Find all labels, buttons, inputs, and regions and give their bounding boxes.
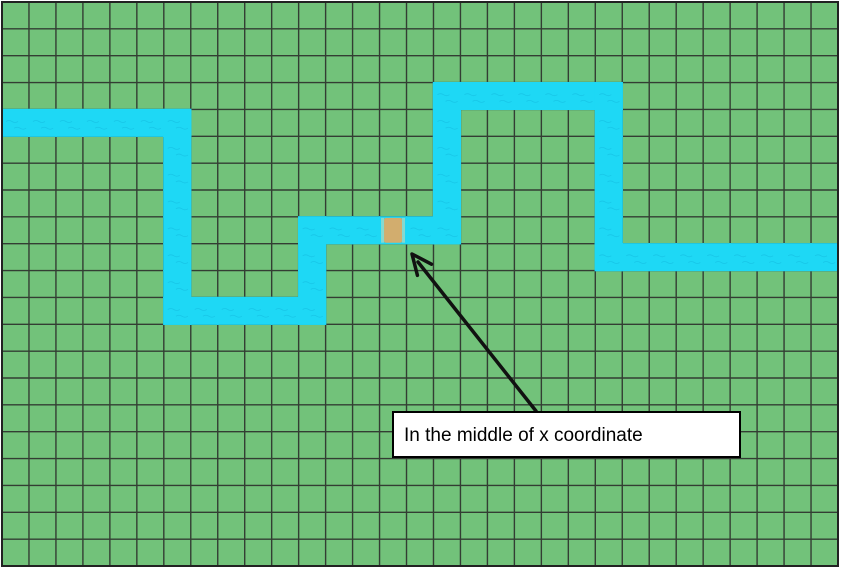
water-ripple (437, 200, 458, 211)
water-ripple (221, 308, 243, 318)
water-ripple (167, 200, 189, 211)
water-ripple (248, 308, 270, 318)
water-ripple (167, 146, 189, 157)
water-ripple (814, 254, 836, 264)
water-ripple (302, 308, 324, 318)
water-ripple (572, 93, 593, 103)
callout-box (392, 411, 741, 458)
water-ripple (410, 227, 431, 238)
water-ripple (599, 120, 620, 130)
water-ripple (437, 146, 458, 157)
water-ripple (5, 120, 27, 130)
callout-text: In the middle of x coordinate (404, 425, 643, 446)
water-ripple (32, 120, 54, 130)
water-ripple (356, 227, 377, 238)
water-ripple (679, 254, 701, 264)
river (1, 81, 839, 325)
pointer-arrow (410, 252, 538, 413)
water-ripple (437, 227, 458, 238)
water-ripple (599, 200, 620, 211)
water-ripple (302, 227, 324, 238)
water-ripple (437, 120, 458, 130)
water-ripple (275, 308, 297, 318)
water-ripple (167, 120, 189, 130)
water-ripple (760, 254, 782, 264)
water-ripple (437, 93, 458, 103)
water-ripple (787, 254, 809, 264)
water-ripple (626, 254, 647, 264)
water-ripple (167, 308, 189, 318)
water-ripple (491, 93, 512, 103)
water-ripple (86, 120, 108, 130)
water-ripple (599, 254, 620, 264)
bridge-plank (384, 217, 403, 243)
arrow-head (410, 252, 434, 278)
water-ripple (302, 281, 324, 291)
water-ripple (518, 93, 539, 103)
water-ripple (167, 173, 189, 184)
bridge-edge (402, 217, 406, 243)
water-ripple (706, 254, 728, 264)
water-ripple (329, 227, 350, 238)
water-ripple (599, 93, 620, 103)
water-ripple (59, 120, 81, 130)
arrow-shaft (416, 260, 538, 413)
bridge-edge (381, 217, 385, 243)
water-ripple (599, 146, 620, 157)
water-ripple (113, 120, 135, 130)
bridge-tile (381, 217, 406, 243)
water-ripple (167, 254, 189, 264)
water-ripple (194, 308, 216, 318)
callout: In the middle of x coordinate (392, 411, 741, 458)
water-ripple (464, 93, 485, 103)
water-ripple (167, 281, 189, 291)
water-ripple (653, 254, 674, 264)
water-ripple (733, 254, 755, 264)
water-ripple (140, 120, 162, 130)
water-ripple (302, 254, 324, 264)
water-ripple (437, 173, 458, 184)
water-ripple (545, 93, 566, 103)
water-ripple (599, 227, 620, 238)
water-ripple (167, 227, 189, 238)
water-ripple (599, 173, 620, 184)
